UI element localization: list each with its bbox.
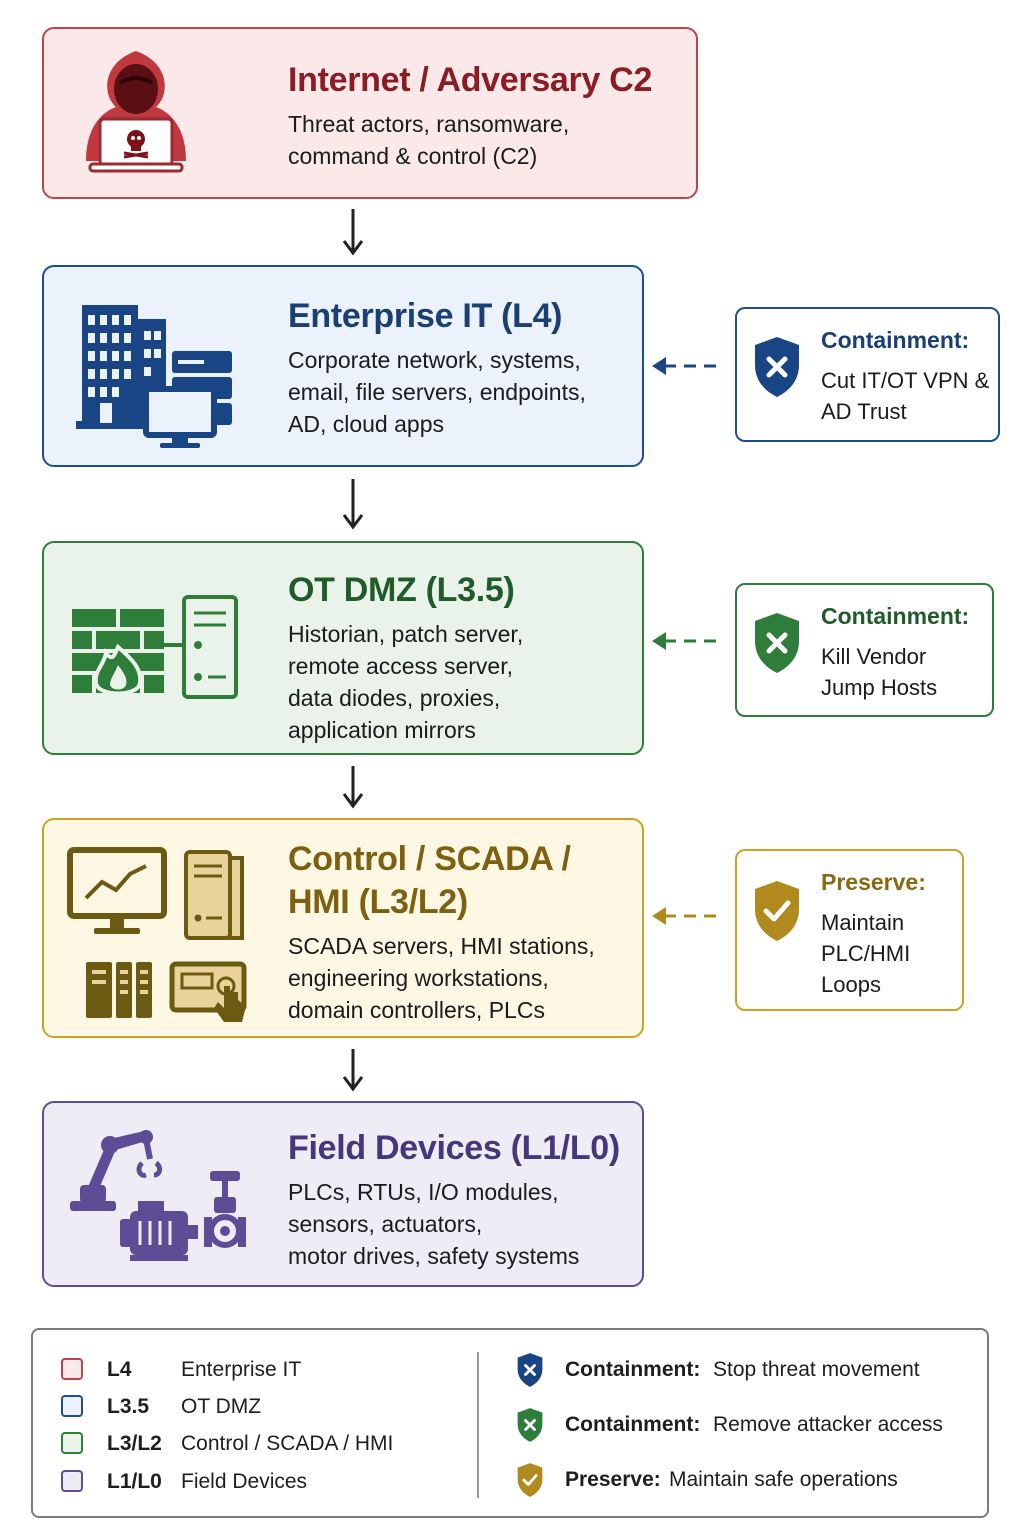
layer-description: Corporate network, systems, email, file … xyxy=(288,347,586,437)
legend-action-label: Containment: xyxy=(565,1413,701,1436)
hooded-hacker-icon xyxy=(86,51,186,173)
legend-action-text: Stop threat movement xyxy=(713,1358,920,1381)
legend-level-name: Enterprise IT xyxy=(181,1358,302,1381)
containment-card-enterprise: Containment: Cut IT/OT VPN & AD Trust xyxy=(735,307,1000,442)
containment-card-dmz: Containment: Kill Vendor Jump Hosts xyxy=(735,583,994,717)
legend-swatch-purple xyxy=(61,1470,83,1492)
layer-enterprise-it: Enterprise IT (L4) Corporate network, sy… xyxy=(42,265,644,467)
layer-title: Enterprise IT (L4) xyxy=(288,297,563,335)
shield-x-icon xyxy=(517,1353,543,1387)
shield-check-icon xyxy=(755,881,799,941)
shield-x-icon xyxy=(517,1408,543,1442)
layer-description: Historian, patch server, remote access s… xyxy=(288,621,524,743)
layer-description: Threat actors, ransomware, command & con… xyxy=(288,111,570,169)
layer-title: OT DMZ (L3.5) xyxy=(288,571,515,609)
containment-arrow-icon xyxy=(652,357,724,375)
firewall-server-icon xyxy=(72,595,238,699)
legend-level-code: L1/L0 xyxy=(107,1470,162,1493)
layer-title: Internet / Adversary C2 xyxy=(288,61,653,99)
action-label: Containment: xyxy=(821,327,970,353)
layer-ot-dmz: OT DMZ (L3.5) Historian, patch server, r… xyxy=(42,541,644,755)
action-label: Containment: xyxy=(821,603,970,629)
layer-title: Field Devices (L1/L0) xyxy=(288,1129,620,1167)
legend-action-label: Containment: xyxy=(565,1358,701,1381)
action-label: Preserve: xyxy=(821,869,926,895)
preserve-arrow-icon xyxy=(652,907,724,925)
layer-title: Control / SCADA / HMI (L3/L2) xyxy=(288,840,571,921)
action-text: Kill Vendor Jump Hosts xyxy=(821,644,938,700)
shield-x-icon xyxy=(755,613,799,673)
legend-level-code: L3/L2 xyxy=(107,1432,162,1455)
layer-internet: Internet / Adversary C2 Threat actors, r… xyxy=(42,27,698,199)
legend-swatch-blue xyxy=(61,1395,83,1417)
robot-arm-icon xyxy=(70,1130,163,1211)
legend-action-label: Preserve: xyxy=(565,1468,661,1491)
containment-arrow-icon xyxy=(652,632,724,650)
flow-arrow-icon xyxy=(342,479,364,530)
robot-arm-motor-valve-icons xyxy=(70,1130,246,1261)
preserve-card-control: Preserve: Maintain PLC/HMI Loops xyxy=(735,849,964,1011)
trend-monitor-icon xyxy=(67,847,167,934)
server-tower-icon xyxy=(184,850,244,940)
motor-icon xyxy=(120,1201,198,1261)
legend-level-code: L4 xyxy=(107,1358,132,1381)
legend: L4 Enterprise IT L3.5 OT DMZ L3/L2 Contr… xyxy=(31,1328,989,1518)
legend-action-text: Remove attacker access xyxy=(713,1413,943,1436)
legend-action-text: Maintain safe operations xyxy=(669,1468,898,1491)
flow-arrow-icon xyxy=(342,766,364,809)
scada-hmi-icons xyxy=(67,847,247,1022)
server-rack-icon xyxy=(86,962,152,1018)
layer-field-devices: Field Devices (L1/L0) PLCs, RTUs, I/O mo… xyxy=(42,1101,644,1287)
layer-description: PLCs, RTUs, I/O modules, sensors, actuat… xyxy=(288,1179,580,1269)
legend-swatch-green xyxy=(61,1432,83,1454)
action-text: Cut IT/OT VPN & AD Trust xyxy=(821,368,990,424)
legend-swatch-red xyxy=(61,1358,83,1380)
legend-level-name: Control / SCADA / HMI xyxy=(181,1432,394,1455)
shield-x-icon xyxy=(755,337,799,397)
hmi-touch-panel-icon xyxy=(169,961,247,1022)
shield-check-icon xyxy=(517,1463,543,1497)
action-text: Maintain PLC/HMI Loops xyxy=(821,910,911,997)
layer-description: SCADA servers, HMI stations, engineering… xyxy=(288,933,595,1023)
legend-level-name: OT DMZ xyxy=(181,1395,262,1418)
legend-divider xyxy=(477,1352,479,1498)
office-building-server-monitor-icon xyxy=(76,305,232,448)
flow-arrow-icon xyxy=(342,1049,364,1092)
legend-level-name: Field Devices xyxy=(181,1470,308,1493)
layer-control-scada-hmi: Control / SCADA / HMI (L3/L2) SCADA serv… xyxy=(42,818,644,1038)
flow-arrow-icon xyxy=(342,209,364,256)
legend-level-code: L3.5 xyxy=(107,1395,150,1418)
valve-icon xyxy=(204,1171,246,1248)
